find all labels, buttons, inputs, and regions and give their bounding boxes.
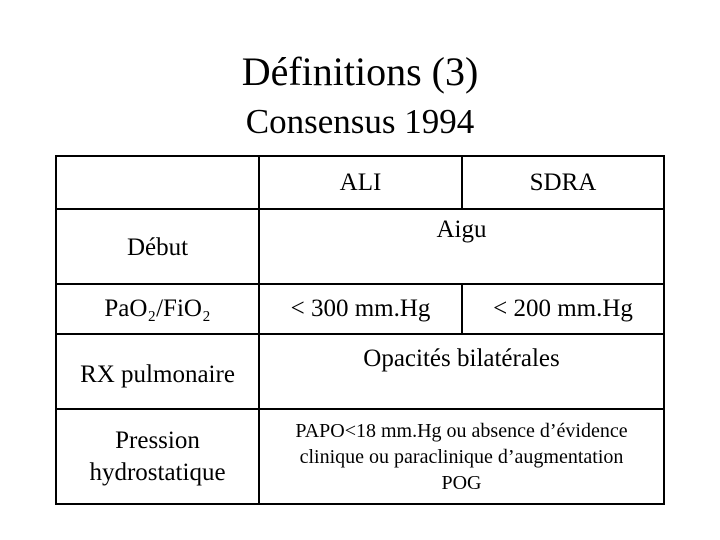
table-line: [461, 155, 463, 210]
row-label-pression-hydrostatique: Pression hydrostatique: [57, 410, 258, 503]
row-value-pao2-sdra: < 200 mm.Hg: [493, 295, 633, 323]
row-label-line: hydrostatique: [89, 458, 226, 486]
row-value-line: clinique ou paraclinique d’augmentation: [299, 445, 624, 468]
row-label-rx-pulmonaire: RX pulmonaire: [80, 360, 235, 388]
column-header-sdra: SDRA: [529, 169, 597, 196]
row-label-pao2-fio2: PaO₂/FiO₂: [104, 295, 211, 323]
table-line: [663, 155, 665, 505]
table-line: [55, 503, 665, 505]
table-line: [258, 155, 260, 505]
row-value-pao2-ali: < 300 mm.Hg: [290, 295, 431, 323]
table-line: [55, 333, 665, 335]
table-line: [461, 283, 463, 335]
row-value-line: PAPO<18 mm.Hg ou absence d’évidence: [295, 419, 628, 442]
table-header-corner: [57, 157, 258, 208]
table-line: [55, 408, 665, 410]
row-label-debut: Début: [126, 233, 189, 261]
row-value-rx-pulmonaire: Opacités bilatérales: [363, 345, 560, 372]
table-line: [55, 155, 665, 157]
row-label-line: Pression: [115, 427, 200, 455]
slide-title: Définitions (3): [241, 49, 479, 94]
row-value-debut: Aigu: [436, 216, 487, 243]
column-header-ali: ALI: [339, 169, 382, 196]
slide-subtitle: Consensus 1994: [245, 102, 475, 141]
row-value-pression-hydrostatique: PAPO<18 mm.Hg ou absence d’évidence clin…: [260, 410, 663, 503]
table-line: [55, 155, 57, 505]
table-line: [55, 208, 665, 210]
row-value-line: POG: [441, 471, 482, 494]
table-line: [55, 283, 665, 285]
